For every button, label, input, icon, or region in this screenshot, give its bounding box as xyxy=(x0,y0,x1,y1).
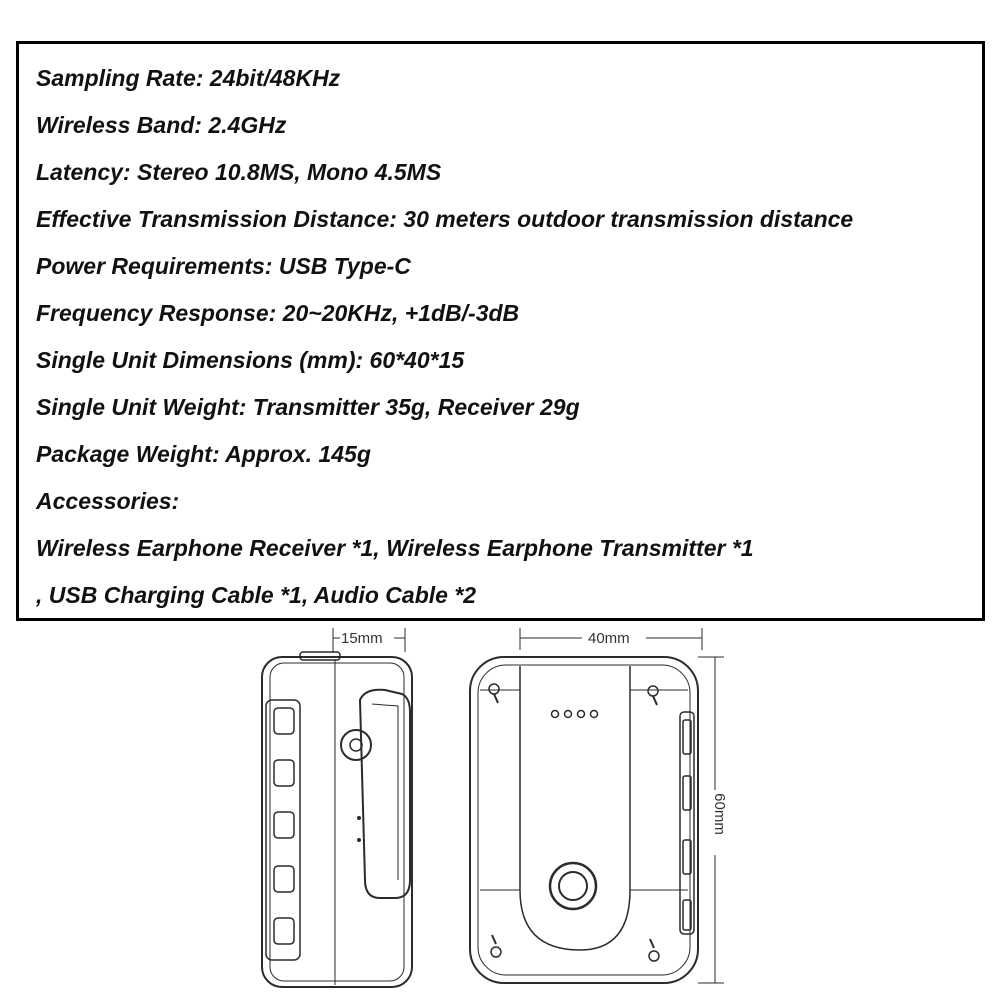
spec-box: Sampling Rate: 24bit/48KHz Wireless Band… xyxy=(16,41,985,621)
side-key-icon xyxy=(679,711,695,935)
spec-latency: Latency: Stereo 10.8MS, Mono 4.5MS xyxy=(36,159,442,185)
power-button-icon xyxy=(548,861,598,911)
spec-package-weight: Package Weight: Approx. 145g xyxy=(36,441,371,467)
spec-dimensions: Single Unit Dimensions (mm): 60*40*15 xyxy=(36,347,465,373)
spec-transmission-distance: Effective Transmission Distance: 30 mete… xyxy=(36,206,854,232)
side-button-icon xyxy=(273,707,295,945)
depth-dimension: 15mm xyxy=(332,628,406,652)
depth-label: 15mm xyxy=(341,630,383,647)
height-dimension: 60mm xyxy=(698,656,728,984)
screw-icon xyxy=(488,683,660,962)
front-view-device: 40mm 60mm xyxy=(469,628,728,984)
width-label: 40mm xyxy=(588,630,630,647)
side-view-device: 15mm xyxy=(261,628,413,988)
spec-accessories-line-1: Wireless Earphone Receiver *1, Wireless … xyxy=(36,535,754,561)
led-indicator-icon xyxy=(550,709,599,719)
belt-clip-icon xyxy=(340,688,411,899)
height-label: 60mm xyxy=(711,793,728,835)
spec-wireless-band: Wireless Band: 2.4GHz xyxy=(36,112,287,138)
device-line-drawing: 15mm xyxy=(261,628,728,988)
spec-accessories-line-2: , USB Charging Cable *1, Audio Cable *2 xyxy=(36,582,477,608)
spec-unit-weight: Single Unit Weight: Transmitter 35g, Rec… xyxy=(36,394,580,420)
spec-frequency-response: Frequency Response: 20~20KHz, +1dB/-3dB xyxy=(36,300,520,326)
spec-power-requirements: Power Requirements: USB Type-C xyxy=(36,253,411,279)
spec-sampling-rate: Sampling Rate: 24bit/48KHz xyxy=(36,65,341,91)
width-dimension: 40mm xyxy=(519,628,703,650)
spec-accessories-heading: Accessories: xyxy=(36,488,180,514)
